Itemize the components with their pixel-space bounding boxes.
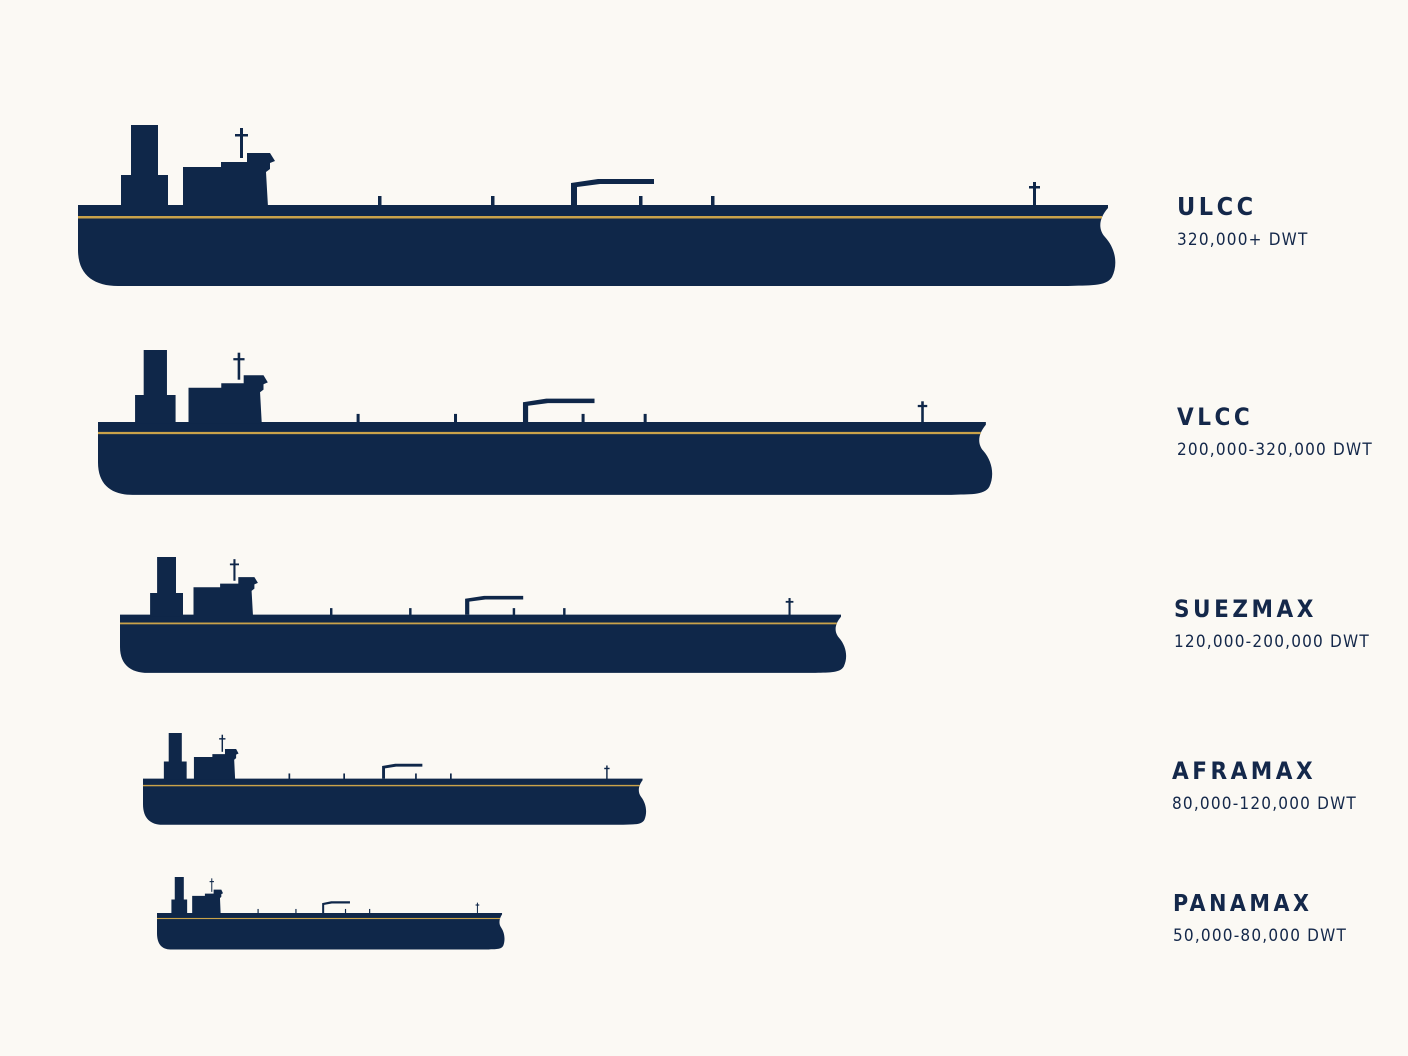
waterline-stripe xyxy=(120,622,837,625)
ship-vlcc xyxy=(98,350,993,495)
bridge xyxy=(193,748,239,780)
waterline-stripe xyxy=(157,917,501,920)
ship-dwt: 80,000-120,000 DWT xyxy=(1172,794,1357,814)
cargo-crane xyxy=(465,595,524,615)
bridge xyxy=(183,153,275,207)
deck-post xyxy=(409,608,412,616)
cargo-crane xyxy=(522,398,595,422)
mast xyxy=(221,734,224,752)
deck-post xyxy=(343,773,346,780)
deck-post xyxy=(643,413,647,423)
ship-ulcc xyxy=(78,125,1116,286)
mast-yard xyxy=(219,738,226,740)
mast-yard xyxy=(229,563,239,566)
cargo-crane xyxy=(571,179,654,205)
deck-post xyxy=(378,196,382,206)
ship-name: VLCC xyxy=(1177,403,1254,431)
funnel xyxy=(174,877,184,914)
label-vlcc: VLCC 200,000-320,000 DWT xyxy=(1177,403,1373,460)
superstructure-base xyxy=(121,175,168,207)
forward-mast xyxy=(921,401,924,423)
ship-name: SUEZMAX xyxy=(1174,595,1317,623)
superstructure-base xyxy=(163,761,187,780)
bridge xyxy=(192,889,223,914)
mast xyxy=(211,878,213,892)
ship-dwt: 320,000+ DWT xyxy=(1177,230,1309,250)
hull xyxy=(157,913,505,950)
deck-post xyxy=(563,608,566,616)
mast-yard xyxy=(233,358,245,361)
forward-mast xyxy=(788,598,791,616)
waterline-stripe xyxy=(78,216,1102,219)
ship-dwt: 200,000-320,000 DWT xyxy=(1177,440,1373,460)
label-ulcc: ULCC 320,000+ DWT xyxy=(1177,192,1309,250)
label-panamax: PANAMAX 50,000-80,000 DWT xyxy=(1173,891,1347,946)
deck-post xyxy=(330,608,333,616)
ship-dwt: 50,000-80,000 DWT xyxy=(1173,926,1348,946)
deck-post xyxy=(344,908,347,914)
ship-dwt: 120,000-200,000 DWT xyxy=(1174,632,1370,652)
mast-yard xyxy=(235,134,248,137)
mast-yard xyxy=(209,881,214,883)
forward-mast-yard xyxy=(1029,186,1040,189)
bridge xyxy=(188,375,268,424)
label-suezmax: SUEZMAX 120,000-200,000 DWT xyxy=(1174,595,1370,652)
superstructure-base xyxy=(150,593,183,617)
deck-post xyxy=(356,413,360,423)
forward-mast-yard xyxy=(475,904,480,906)
ship-suezmax xyxy=(120,557,847,673)
forward-mast xyxy=(476,902,478,914)
deck-post xyxy=(581,413,585,423)
deck-post xyxy=(288,773,291,780)
deck-post xyxy=(639,196,643,206)
deck-post xyxy=(295,908,297,914)
bridge xyxy=(193,577,258,617)
deck-post xyxy=(369,908,371,914)
forward-mast-yard xyxy=(604,767,610,770)
cargo-crane xyxy=(382,763,423,779)
forward-mast-yard xyxy=(785,600,794,603)
forward-mast xyxy=(606,765,608,780)
hull xyxy=(98,422,993,495)
ship-name: AFRAMAX xyxy=(1172,757,1317,785)
ship-panamax xyxy=(157,877,505,950)
ship-name: PANAMAX xyxy=(1173,891,1313,917)
deck-post xyxy=(257,908,259,914)
deck-post xyxy=(711,196,715,206)
deck-post xyxy=(512,608,516,616)
deck-post xyxy=(491,196,495,206)
mast xyxy=(233,559,236,581)
superstructure-base xyxy=(171,899,188,914)
superstructure-base xyxy=(135,395,176,424)
label-aframax: AFRAMAX 80,000-120,000 DWT xyxy=(1172,757,1357,814)
ship-aframax xyxy=(143,733,647,825)
cargo-crane xyxy=(322,901,350,913)
hull xyxy=(78,205,1116,286)
hull xyxy=(120,614,847,673)
waterline-stripe xyxy=(143,784,640,787)
forward-mast-yard xyxy=(917,404,928,408)
mast xyxy=(240,128,243,158)
deck-post xyxy=(454,413,458,423)
deck-post xyxy=(415,773,417,780)
deck-post xyxy=(450,773,452,780)
mast xyxy=(237,352,241,380)
ship-name: ULCC xyxy=(1177,192,1257,221)
waterline-stripe xyxy=(98,431,981,435)
hull xyxy=(143,778,647,825)
forward-mast xyxy=(1033,182,1036,206)
